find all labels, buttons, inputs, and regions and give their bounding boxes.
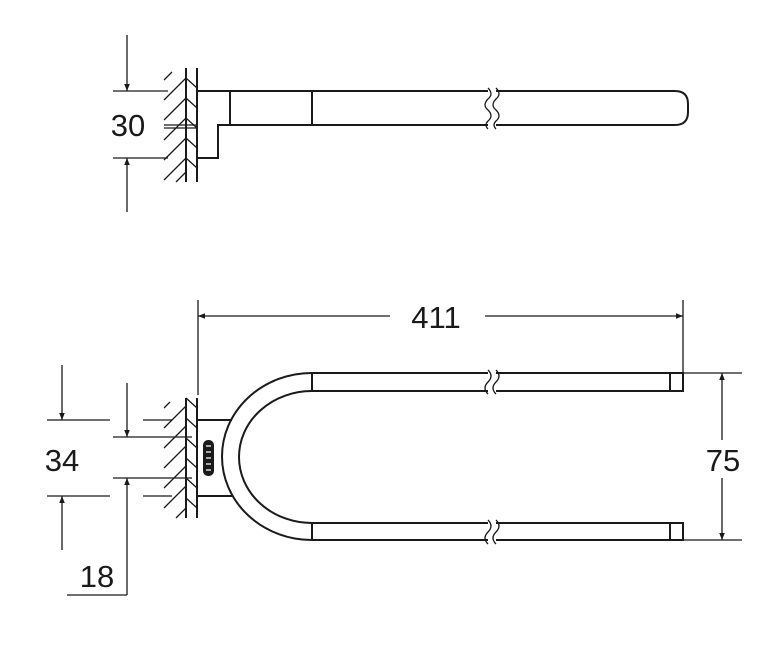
top-view: 30: [111, 35, 689, 212]
mount-profile: [197, 90, 488, 159]
mount-plate: [197, 419, 232, 497]
dimension-18: 18: [67, 383, 192, 596]
wall-hatch: [163, 68, 198, 183]
grohe-logo: [203, 440, 214, 476]
wall-hatch: [163, 397, 198, 519]
dimension-label-75: 75: [706, 443, 740, 478]
dimension-label-411: 411: [411, 300, 460, 335]
dimension-34: 34: [45, 365, 172, 550]
dimension-411: 411: [197, 300, 684, 395]
u-bar-inner: [238, 390, 488, 524]
dimension-label-30: 30: [111, 108, 145, 143]
front-view: 411 75 3: [45, 300, 742, 596]
bar-top-view: [312, 90, 689, 126]
u-bar-ends: [496, 372, 684, 541]
dimension-30: 30: [111, 35, 168, 212]
dimension-label-18: 18: [80, 559, 114, 594]
u-bar-outer: [221, 372, 488, 541]
dimension-label-34: 34: [45, 443, 79, 478]
dimension-75: 75: [683, 372, 742, 541]
